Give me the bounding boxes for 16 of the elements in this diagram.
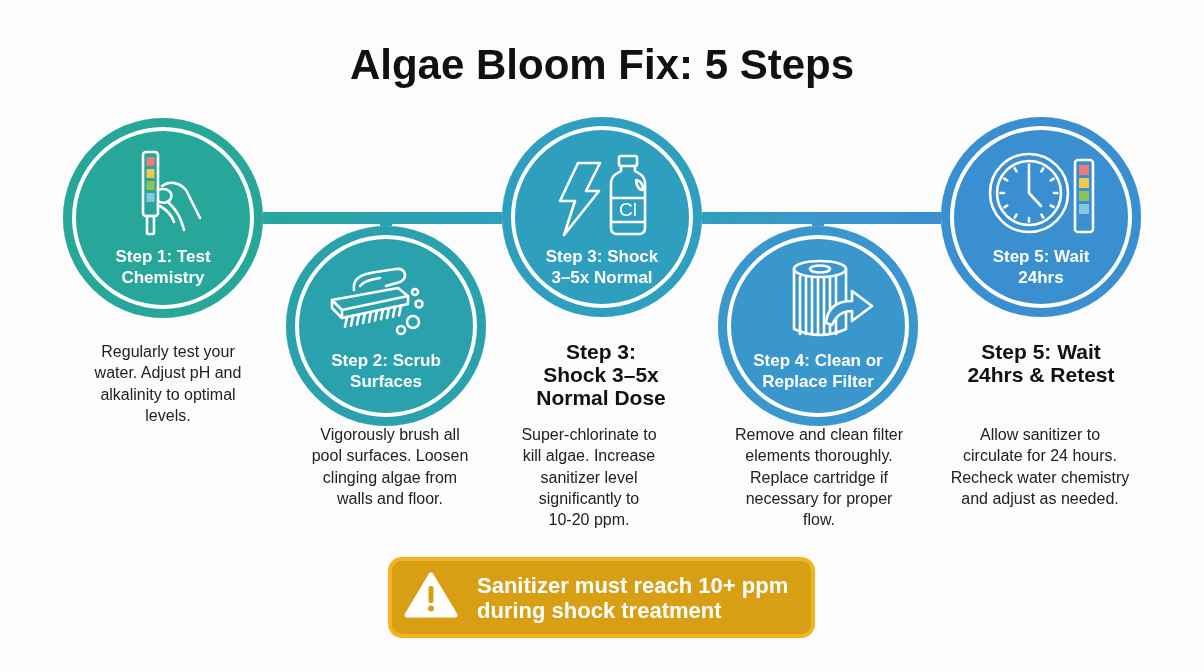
step-description: Super-chlorinate to kill algae. Increase sanitizer level significantly to 10-20 ppm. (520, 425, 658, 531)
step-heading: Step 5: Wait 24hrs & Retest (966, 340, 1116, 386)
step-title: Step 3: Shock 3–5x Normal (544, 246, 660, 288)
title: Algae Bloom Fix: 5 Steps (348, 40, 856, 90)
step-description: Remove and clean filter elements thoroughly. Replace cartridge if necessary for proper flow. (733, 425, 905, 531)
step-title: Step 2: Scrub Surfaces (330, 350, 442, 392)
step-description: Regularly test your water. Adjust pH and alkalinity to optimal levels. (93, 342, 243, 426)
bottle-label: Cl (618, 199, 638, 221)
step-heading: Step 3: Shock 3–5x Normal Dose (535, 340, 667, 409)
step-title: Step 1: Test Chemistry (114, 246, 212, 288)
warning-banner (388, 557, 815, 638)
step-title: Step 4: Clean or Replace Filter (752, 350, 884, 392)
step-title: Step 5: Wait 24hrs (991, 246, 1091, 288)
warning-text: Sanitizer must reach 10+ ppm during shock treatment (477, 573, 790, 623)
step-description: Vigorously brush all pool surfaces. Loosen clinging algae from walls and floor. (310, 425, 470, 509)
step-description: Allow sanitizer to circulate for 24 hours. Recheck water chemistry and adjust as needed. (949, 425, 1131, 509)
